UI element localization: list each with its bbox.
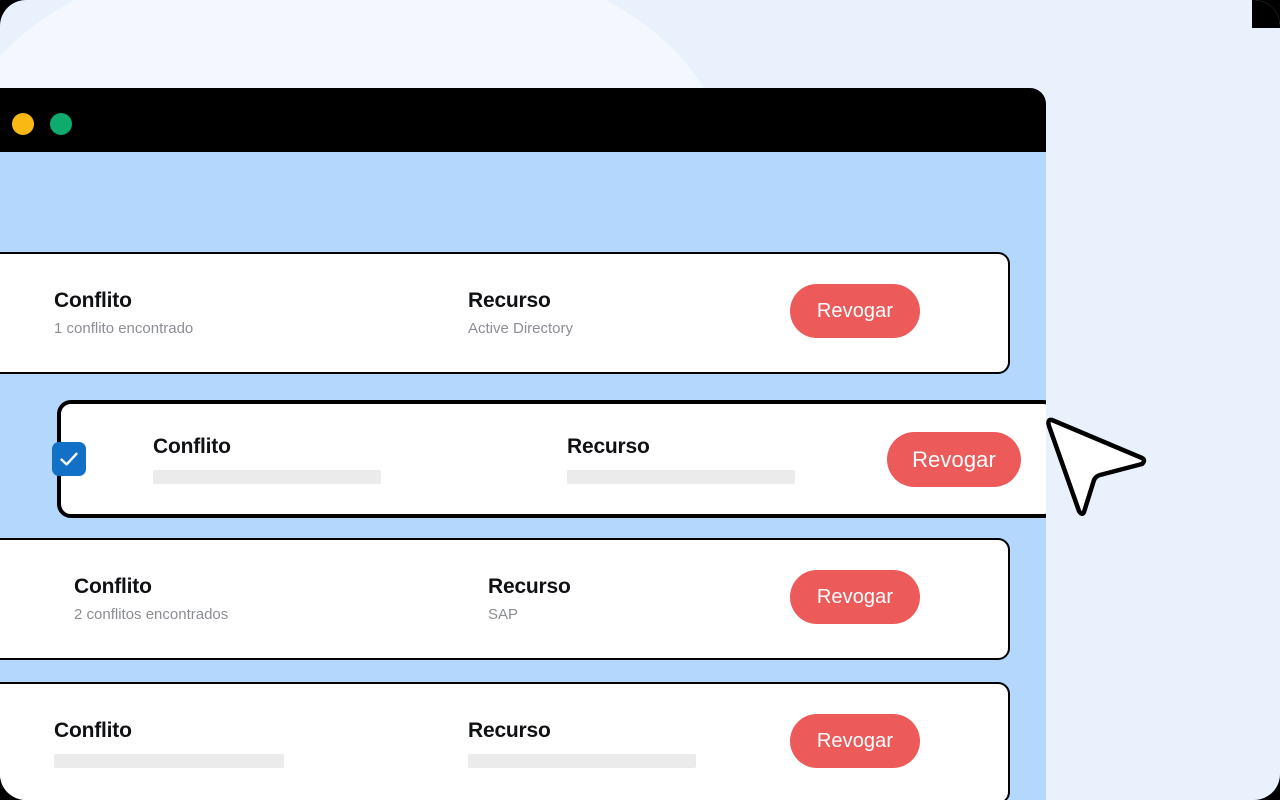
resource-value-skeleton-4 [468, 753, 696, 768]
resource-column-2: Recurso [567, 404, 867, 514]
conflict-column-1: Conflito 1 conflito encontrado [54, 254, 374, 372]
window-minimize-button[interactable] [12, 113, 34, 135]
conflict-column-2: Conflito [153, 404, 453, 514]
resource-label-1: Recurso [468, 288, 551, 312]
window-maximize-button[interactable] [50, 113, 72, 135]
conflict-label-3: Conflito [74, 574, 152, 598]
revoke-button-1[interactable]: Revogar [790, 284, 920, 338]
browser-window: Conflito 1 conflito encontrado Recurso A… [0, 88, 1046, 800]
resource-label-4: Recurso [468, 719, 551, 743]
conflict-column-3: Conflito 2 conflitos encontrados [74, 540, 404, 658]
resource-column-4: Recurso [468, 684, 768, 800]
conflict-value-1: 1 conflito encontrado [54, 320, 194, 338]
window-body: Conflito 1 conflito encontrado Recurso A… [0, 152, 1046, 800]
conflict-card-2-selected[interactable]: Conflito Recurso Revogar [52, 400, 1046, 518]
conflict-card-1[interactable]: Conflito 1 conflito encontrado Recurso A… [0, 252, 1010, 374]
resource-label-2: Recurso [567, 435, 650, 459]
mouse-cursor [1044, 412, 1154, 522]
conflict-label-2: Conflito [153, 435, 231, 459]
window-titlebar [0, 88, 1046, 152]
corner-accent-top-right [1252, 0, 1280, 28]
resource-label-3: Recurso [488, 574, 571, 598]
conflict-label-4: Conflito [54, 719, 132, 743]
conflict-card-3[interactable]: Conflito 2 conflitos encontrados Recurso… [0, 538, 1010, 660]
conflict-value-skeleton-4 [54, 753, 284, 768]
revoke-button-2[interactable]: Revogar [887, 432, 1021, 487]
revoke-button-3[interactable]: Revogar [790, 570, 920, 624]
resource-value-3: SAP [488, 606, 519, 624]
conflict-value-skeleton-2 [153, 469, 381, 484]
conflict-value-3: 2 conflitos encontrados [74, 606, 229, 624]
resource-value-skeleton-2 [567, 469, 795, 484]
conflict-column-4: Conflito [54, 684, 374, 800]
conflict-label-1: Conflito [54, 288, 132, 312]
select-checkbox-2[interactable] [52, 442, 86, 476]
resource-column-3: Recurso SAP [488, 540, 788, 658]
revoke-button-4[interactable]: Revogar [790, 714, 920, 768]
resource-value-1: Active Directory [468, 320, 574, 338]
resource-column-1: Recurso Active Directory [468, 254, 768, 372]
conflict-card-4[interactable]: Conflito Recurso Revogar [0, 682, 1010, 800]
